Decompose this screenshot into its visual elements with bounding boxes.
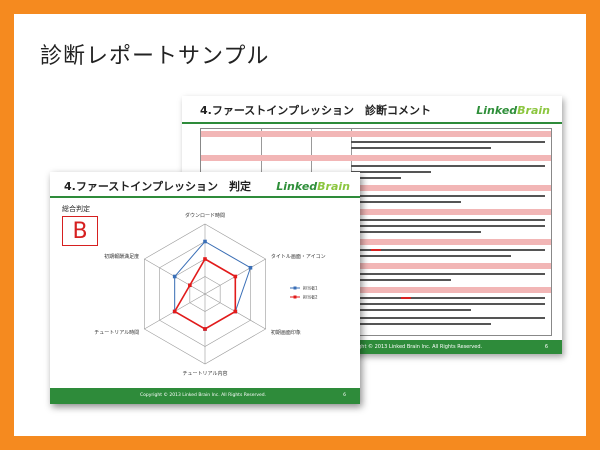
copyright-text: Copyright © 2013 Linked Brain Inc. All R… xyxy=(342,344,483,350)
page-title: 診断レポートサンプル xyxy=(40,44,270,69)
table-header-row xyxy=(201,131,551,137)
radar-axis-label: チュートリアル時間 xyxy=(94,330,139,336)
legend-marker xyxy=(293,295,297,299)
title-rule xyxy=(182,122,562,124)
highlight-mark xyxy=(371,249,381,251)
table-header-row xyxy=(201,185,551,191)
comment-text-line xyxy=(351,303,545,305)
radar-axis-label: タイトル画面・アイコン xyxy=(271,253,326,260)
slide-page-number: 6 xyxy=(544,344,548,350)
radar-data-point xyxy=(172,309,177,314)
legend-label: 担当者2 xyxy=(303,294,318,300)
comment-text-line xyxy=(351,219,545,221)
table-header-row xyxy=(201,209,551,215)
comment-text-line xyxy=(351,317,545,319)
radar-data-point xyxy=(233,309,238,314)
comment-text-line xyxy=(351,249,545,251)
radar-axis-label: チュートリアル内容 xyxy=(183,370,228,377)
radar-data-point xyxy=(203,257,207,261)
judgement-slide-footer: Copyright © 2013 Linked Brain Inc. All R… xyxy=(50,388,360,404)
radar-data-point xyxy=(172,274,177,279)
comment-text-line xyxy=(351,279,451,281)
table-header-row xyxy=(201,239,551,245)
comment-text-line xyxy=(351,201,461,203)
comment-table xyxy=(200,128,552,336)
comment-text-line xyxy=(351,147,491,149)
radar-data-point xyxy=(248,265,253,270)
radar-axis-label: 初期報酬満足度 xyxy=(104,253,139,260)
radar-data-point xyxy=(233,274,238,279)
grade-badge: B xyxy=(62,216,98,246)
radar-data-point xyxy=(203,327,207,331)
judgement-slide-title: 4.ファーストインプレッション 判定 xyxy=(64,180,251,193)
radar-axis-label: ダウンロード時間 xyxy=(185,212,225,219)
radar-series-line xyxy=(174,240,252,330)
comment-text-line xyxy=(351,273,545,275)
comment-text-line xyxy=(351,165,545,167)
comment-text-line xyxy=(351,225,545,227)
slide-page-number: 6 xyxy=(343,393,346,398)
judgement-slide: 4.ファーストインプレッション 判定 LinkedBrain 総合判定 B ダウ… xyxy=(50,172,360,404)
comment-text-line xyxy=(351,195,545,197)
comment-text-line xyxy=(351,255,511,257)
radar-axis-label: 初期画面印象 xyxy=(271,329,301,336)
comment-text-line xyxy=(351,177,401,179)
comment-slide-title: 4.ファーストインプレッション 診断コメント xyxy=(200,104,431,117)
comment-text-line xyxy=(351,231,481,233)
highlight-mark xyxy=(401,297,411,299)
company-logo: LinkedBrain xyxy=(476,104,550,117)
radar-data-point xyxy=(203,239,207,244)
comment-text-line xyxy=(351,323,491,325)
overall-evaluation-label: 総合判定 xyxy=(62,205,90,213)
copyright-text: Copyright © 2013 Linked Brain Inc. All R… xyxy=(140,393,267,398)
table-header-row xyxy=(201,155,551,161)
title-rule xyxy=(50,196,360,198)
table-header-row xyxy=(201,287,551,293)
comment-text-line xyxy=(351,141,545,143)
comment-text-line xyxy=(351,309,471,311)
legend-label: 担当者1 xyxy=(303,285,318,291)
company-logo: LinkedBrain xyxy=(276,180,350,193)
radar-data-point xyxy=(188,283,192,288)
legend-marker xyxy=(293,286,297,290)
comment-text-line xyxy=(351,171,431,173)
comment-text-line xyxy=(351,297,545,299)
table-header-row xyxy=(201,263,551,269)
